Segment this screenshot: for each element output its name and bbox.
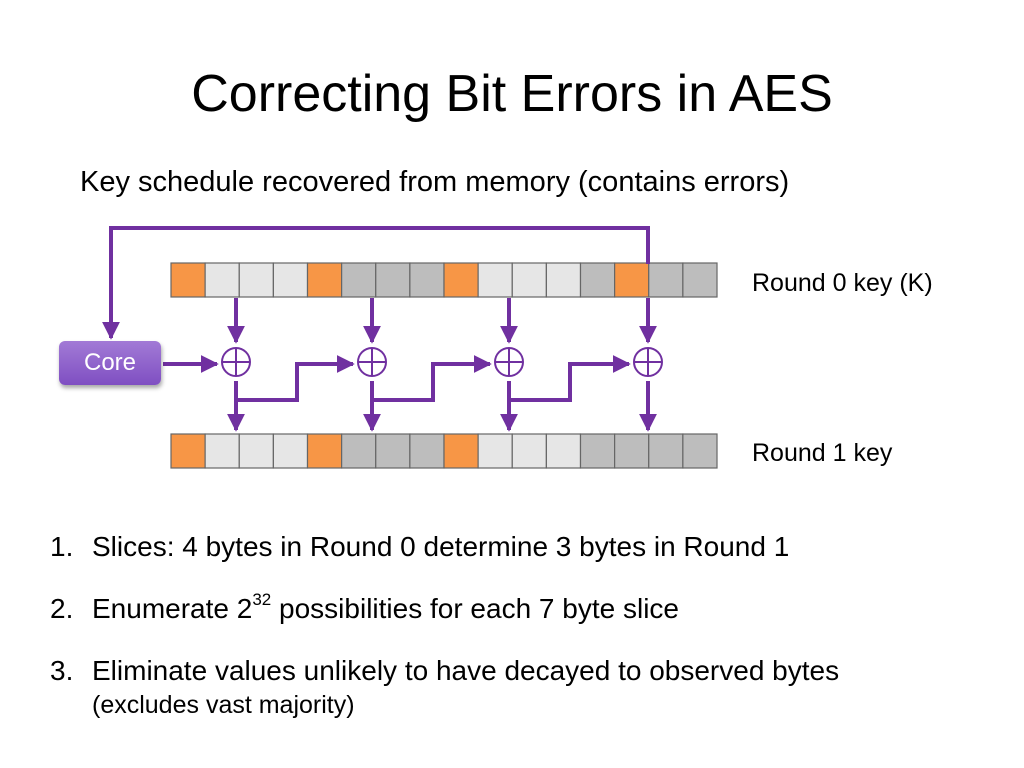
step-number: 3. bbox=[50, 655, 74, 686]
round0-byte-6 bbox=[375, 262, 411, 298]
round0-byte-7 bbox=[409, 262, 445, 298]
step-text: Enumerate 232 possibilities for each 7 b… bbox=[92, 590, 679, 626]
round0-byte-12 bbox=[579, 262, 616, 298]
round1-byte-0 bbox=[170, 433, 206, 469]
round0-byte-1 bbox=[204, 262, 240, 298]
round1-byte-6 bbox=[375, 433, 411, 469]
step-item-2: 2. Enumerate 232 possibilities for each … bbox=[50, 590, 1010, 626]
round0-byte-13 bbox=[614, 262, 650, 298]
round0-byte-4 bbox=[306, 262, 343, 298]
round1-byte-3 bbox=[272, 433, 309, 469]
round1-byte-8 bbox=[443, 433, 479, 469]
round0-byte-0 bbox=[170, 262, 206, 298]
slide-title: Correcting Bit Errors in AES bbox=[191, 65, 833, 123]
round1-byte-2 bbox=[238, 433, 274, 469]
round0-byte-10 bbox=[511, 262, 547, 298]
step-number: 2. bbox=[50, 593, 74, 624]
round1-byte-9 bbox=[477, 433, 513, 469]
diagram-caption: Key schedule recovered from memory (cont… bbox=[80, 166, 790, 198]
step-text-pre: Enumerate 2 bbox=[92, 593, 253, 624]
round1-byte-10 bbox=[511, 433, 547, 469]
step-text: Slices: 4 bytes in Round 0 determine 3 b… bbox=[92, 531, 790, 562]
round0-byte-5 bbox=[341, 262, 377, 298]
round0-byte-8 bbox=[443, 262, 479, 298]
round1-byte-1 bbox=[204, 433, 240, 469]
xor-node-4 bbox=[633, 347, 663, 377]
round1-byte-11 bbox=[545, 433, 582, 469]
round1-byte-14 bbox=[648, 433, 684, 469]
round0-byte-11 bbox=[545, 262, 582, 298]
xor-node-2 bbox=[357, 347, 387, 377]
chain-arrow-1 bbox=[236, 355, 355, 402]
round1-byte-12 bbox=[579, 433, 616, 469]
round0-key-row bbox=[170, 262, 718, 298]
core-function-box: Core bbox=[59, 341, 161, 385]
round1-byte-5 bbox=[341, 433, 377, 469]
round1-byte-4 bbox=[306, 433, 343, 469]
round0-byte-9 bbox=[477, 262, 513, 298]
step-text-wrap: Eliminate values unlikely to have decaye… bbox=[92, 654, 839, 720]
round1-key-label: Round 1 key bbox=[752, 439, 893, 467]
feedback-arrow bbox=[102, 226, 650, 340]
xor-node-3 bbox=[494, 347, 524, 377]
round1-byte-15 bbox=[682, 433, 718, 469]
step-item-3: 3. Eliminate values unlikely to have dec… bbox=[50, 654, 1010, 720]
round1-byte-13 bbox=[614, 433, 650, 469]
step-number: 1. bbox=[50, 531, 74, 562]
round1-byte-7 bbox=[409, 433, 445, 469]
step-exponent: 32 bbox=[252, 590, 272, 609]
round0-key-label: Round 0 key (K) bbox=[752, 269, 933, 297]
round0-byte-3 bbox=[272, 262, 309, 298]
step-note: (excludes vast majority) bbox=[92, 691, 355, 719]
round0-byte-2 bbox=[238, 262, 274, 298]
chain-arrow-2 bbox=[372, 355, 492, 402]
step-item-1: 1. Slices: 4 bytes in Round 0 determine … bbox=[50, 530, 1010, 564]
xor-node-1 bbox=[221, 347, 251, 377]
step-text-post: possibilities for each 7 byte slice bbox=[271, 593, 679, 624]
steps-list: 1. Slices: 4 bytes in Round 0 determine … bbox=[50, 530, 1010, 748]
step-text: Eliminate values unlikely to have decaye… bbox=[92, 655, 840, 686]
chain-arrow-3 bbox=[509, 355, 631, 402]
round0-byte-15 bbox=[682, 262, 718, 298]
round0-byte-14 bbox=[648, 262, 684, 298]
round1-key-row bbox=[170, 433, 718, 469]
